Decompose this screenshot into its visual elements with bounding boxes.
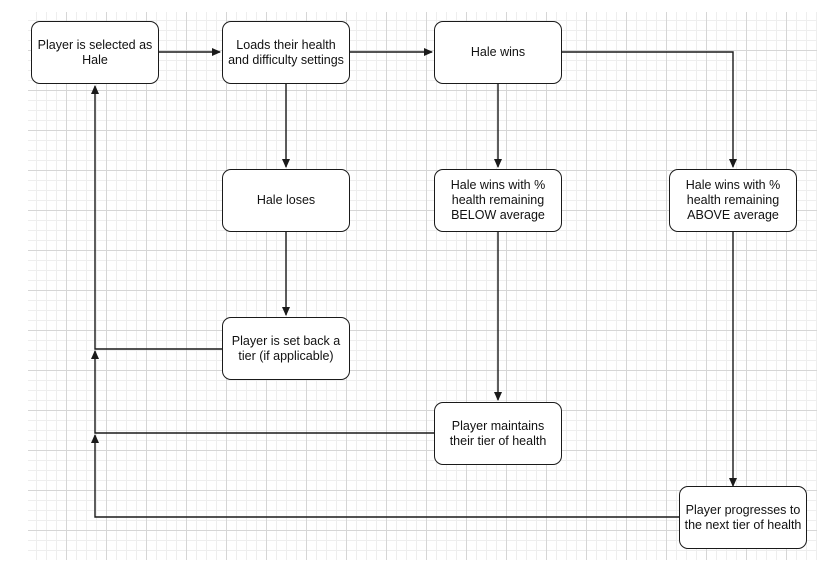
node-label: Player maintains their tier of health bbox=[449, 418, 547, 448]
node-hale-loses[interactable]: Hale loses bbox=[222, 169, 350, 232]
node-loads-settings[interactable]: Loads their health and difficulty settin… bbox=[222, 21, 350, 84]
edge-setback-to-selected bbox=[91, 85, 222, 350]
edge-maintains-to-selected bbox=[91, 350, 434, 434]
node-progresses-tier[interactable]: Player progresses to the next tier of he… bbox=[679, 486, 807, 549]
node-hale-wins[interactable]: Hale wins bbox=[434, 21, 562, 84]
edge-wins-to-above bbox=[562, 51, 737, 168]
node-label: Hale loses bbox=[256, 193, 316, 207]
node-label: Player progresses to the next tier of he… bbox=[684, 502, 802, 532]
grid-background bbox=[28, 12, 817, 560]
node-set-back-tier[interactable]: Player is set back a tier (if applicable… bbox=[222, 317, 350, 380]
node-wins-below-average[interactable]: Hale wins with % health remaining BELOW … bbox=[434, 169, 562, 232]
node-label: Hale wins bbox=[470, 45, 526, 59]
node-label: Hale wins with % health remaining ABOVE … bbox=[685, 178, 781, 222]
node-maintains-tier[interactable]: Player maintains their tier of health bbox=[434, 402, 562, 465]
node-label: Player is selected as Hale bbox=[37, 37, 153, 67]
node-player-selected[interactable]: Player is selected as Hale bbox=[31, 21, 159, 84]
edge-progresses-to-selected bbox=[91, 434, 679, 518]
node-wins-above-average[interactable]: Hale wins with % health remaining ABOVE … bbox=[669, 169, 797, 232]
node-label: Loads their health and difficulty settin… bbox=[228, 37, 344, 67]
node-label: Player is set back a tier (if applicable… bbox=[231, 333, 341, 363]
node-label: Hale wins with % health remaining BELOW … bbox=[450, 178, 546, 222]
